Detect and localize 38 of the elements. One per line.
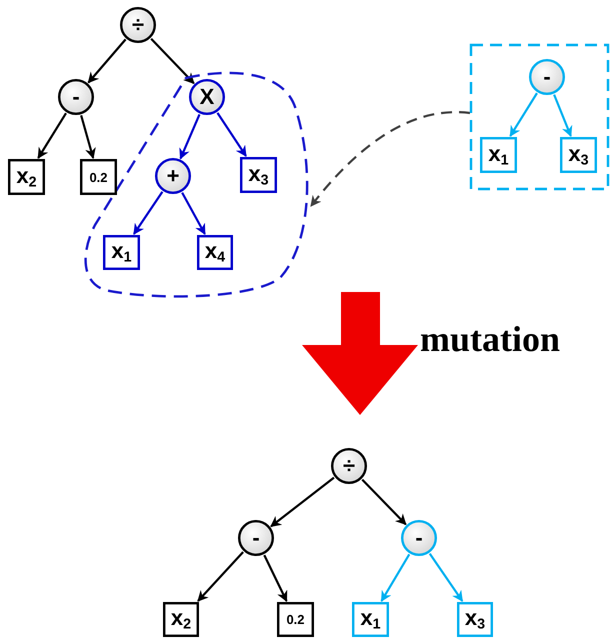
arrow bbox=[80, 115, 96, 160]
arrow bbox=[181, 192, 206, 235]
operator-circle: ÷ bbox=[331, 448, 367, 484]
dashed-subtree-frame bbox=[470, 44, 609, 190]
arrow bbox=[216, 112, 247, 157]
terminal-box: x$_{1}$ bbox=[103, 235, 140, 270]
terminal-box: x$_{1}$ bbox=[480, 137, 517, 173]
terminal-box: x$_{2}$ bbox=[8, 159, 45, 195]
arrow bbox=[270, 476, 335, 528]
terminal-box: x$_{1}$ bbox=[352, 602, 389, 637]
arrow bbox=[37, 112, 67, 159]
operator-circle: - bbox=[238, 520, 274, 556]
arrow bbox=[428, 553, 464, 602]
arrow bbox=[179, 114, 200, 160]
arrow bbox=[133, 191, 164, 235]
operator-circle: - bbox=[529, 59, 565, 95]
terminal-box: x$_{3}$ bbox=[457, 602, 493, 637]
operator-circle: X bbox=[189, 79, 225, 115]
arrow bbox=[150, 38, 195, 84]
terminal-box: x$_{3}$ bbox=[560, 137, 597, 173]
arrow bbox=[553, 94, 572, 138]
arrow bbox=[509, 92, 538, 137]
arrow bbox=[380, 554, 410, 602]
terminal-box: x$_{4}$ bbox=[197, 235, 233, 270]
terminal-box: 0.2 bbox=[277, 602, 314, 637]
operator-circle: ÷ bbox=[120, 7, 156, 43]
arrow bbox=[361, 478, 407, 526]
operation-label: mutation bbox=[420, 318, 560, 360]
operator-circle: - bbox=[58, 79, 94, 115]
operator-circle: - bbox=[401, 520, 437, 556]
arrow bbox=[310, 111, 470, 207]
arrow bbox=[88, 38, 126, 84]
operator-circle: + bbox=[155, 158, 191, 194]
arrow bbox=[197, 551, 244, 602]
terminal-box: x$_{3}$ bbox=[240, 157, 277, 193]
terminal-box: x$_{2}$ bbox=[163, 602, 199, 637]
arrow bbox=[263, 554, 288, 602]
terminal-box: 0.2 bbox=[80, 159, 117, 195]
